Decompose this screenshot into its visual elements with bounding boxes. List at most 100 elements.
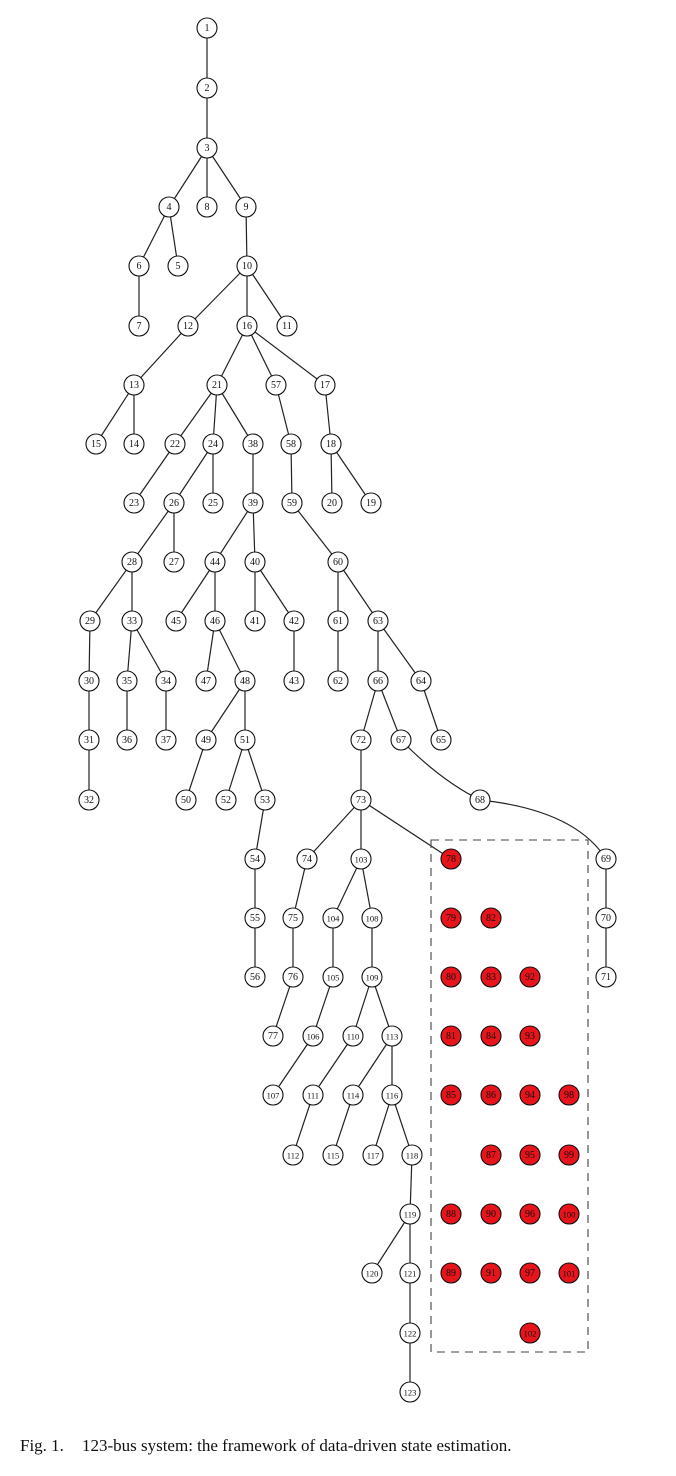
edge-59-60: [291, 502, 339, 563]
bus-node-11: 11: [276, 315, 298, 337]
bus-node-circle: [558, 1144, 580, 1166]
bus-node-label: 1: [205, 23, 210, 34]
bus-node-circle: [440, 1203, 462, 1225]
bus-node-label: 21: [212, 380, 222, 391]
bus-node-circle: [79, 610, 101, 632]
bus-node-label: 102: [524, 1329, 537, 1339]
bus-node-label: 101: [563, 1269, 576, 1279]
bus-node-label: 37: [161, 735, 171, 746]
bus-node-circle: [480, 1203, 502, 1225]
bus-node-label: 88: [446, 1209, 456, 1220]
bus-node-67: 67: [390, 729, 412, 751]
bus-node-circle: [235, 196, 257, 218]
bus-node-label: 95: [525, 1150, 535, 1161]
bus-node-22: 22: [164, 433, 186, 455]
bus-node-circle: [85, 433, 107, 455]
edge-3-9: [206, 147, 247, 208]
bus-node-label: 83: [486, 972, 496, 983]
bus-node-circle: [282, 1144, 304, 1166]
bus-node-circle: [244, 907, 266, 929]
bus-node-label: 51: [240, 735, 250, 746]
bus-node-23: 23: [123, 492, 145, 514]
bus-node-115: 115: [322, 1144, 344, 1166]
bus-node-84: 84: [480, 1025, 502, 1047]
bus-node-78: 78: [440, 848, 462, 870]
bus-node-label: 109: [366, 973, 379, 983]
bus-node-circle: [121, 610, 143, 632]
bus-node-121: 121: [399, 1262, 421, 1284]
bus-node-circle: [440, 966, 462, 988]
bus-node-circle: [469, 789, 491, 811]
bus-node-112: 112: [282, 1144, 304, 1166]
bus-node-label: 34: [161, 676, 171, 687]
bus-node-label: 116: [386, 1091, 398, 1101]
bus-node-label: 93: [525, 1031, 535, 1042]
bus-node-73: 73: [350, 789, 372, 811]
bus-node-label: 60: [333, 557, 343, 568]
bus-node-label: 103: [355, 855, 368, 865]
bus-node-label: 90: [486, 1209, 496, 1220]
bus-node-label: 70: [601, 913, 611, 924]
bus-node-circle: [262, 1084, 284, 1106]
bus-node-circle: [519, 1144, 541, 1166]
edge-113-114: [352, 1035, 393, 1096]
bus-node-circle: [234, 670, 256, 692]
bus-node-80: 80: [440, 966, 462, 988]
bus-node-label: 26: [169, 498, 179, 509]
bus-node-circle: [123, 492, 145, 514]
bus-node-circle: [242, 492, 264, 514]
edge-73-78: [360, 799, 452, 860]
bus-node-27: 27: [163, 551, 185, 573]
bus-node-label: 115: [327, 1151, 339, 1161]
bus-node-label: 18: [326, 439, 336, 450]
bus-node-9: 9: [235, 196, 257, 218]
bus-node-circle: [399, 1322, 421, 1344]
bus-node-circle: [78, 789, 100, 811]
bus-node-circle: [204, 610, 226, 632]
bus-node-circle: [342, 1025, 364, 1047]
bus-node-label: 71: [601, 972, 611, 983]
bus-node-72: 72: [350, 729, 372, 751]
bus-node-circle: [296, 848, 318, 870]
bus-node-label: 63: [373, 616, 383, 627]
bus-node-label: 99: [564, 1150, 574, 1161]
bus-node-circle: [595, 907, 617, 929]
bus-node-114: 114: [342, 1084, 364, 1106]
edge-103-104: [332, 858, 362, 919]
bus-node-label: 81: [446, 1031, 456, 1042]
figure-caption: Fig. 1.123-bus system: the framework of …: [20, 1436, 670, 1456]
bus-node-label: 17: [320, 380, 330, 391]
bus-node-circle: [175, 789, 197, 811]
bus-node-circle: [367, 610, 389, 632]
bus-node-label: 47: [201, 676, 211, 687]
bus-node-label: 92: [525, 972, 535, 983]
bus-node-35: 35: [116, 670, 138, 692]
edge-106-107: [272, 1035, 314, 1096]
bus-node-122: 122: [399, 1322, 421, 1344]
bus-node-circle: [440, 1084, 462, 1106]
bus-node-5: 5: [167, 255, 189, 277]
bus-node-circle: [244, 551, 266, 573]
bus-node-label: 40: [250, 557, 260, 568]
bus-node-circle: [381, 1025, 403, 1047]
bus-node-circle: [399, 1381, 421, 1403]
bus-node-6: 6: [128, 255, 150, 277]
bus-node-label: 85: [446, 1090, 456, 1101]
bus-node-76: 76: [282, 966, 304, 988]
bus-node-circle: [480, 966, 502, 988]
bus-node-label: 13: [129, 380, 139, 391]
bus-node-circle: [440, 848, 462, 870]
bus-node-88: 88: [440, 1203, 462, 1225]
bus-node-circle: [244, 966, 266, 988]
bus-node-label: 94: [525, 1090, 535, 1101]
bus-node-circle: [281, 492, 303, 514]
bus-node-circle: [195, 729, 217, 751]
bus-node-91: 91: [480, 1262, 502, 1284]
bus-node-label: 100: [563, 1210, 576, 1220]
bus-node-label: 77: [268, 1031, 278, 1042]
edge-16-17: [246, 325, 326, 386]
bus-node-circle: [163, 492, 185, 514]
bus-node-circle: [381, 1084, 403, 1106]
bus-node-circle: [350, 848, 372, 870]
bus-node-circle: [254, 789, 276, 811]
